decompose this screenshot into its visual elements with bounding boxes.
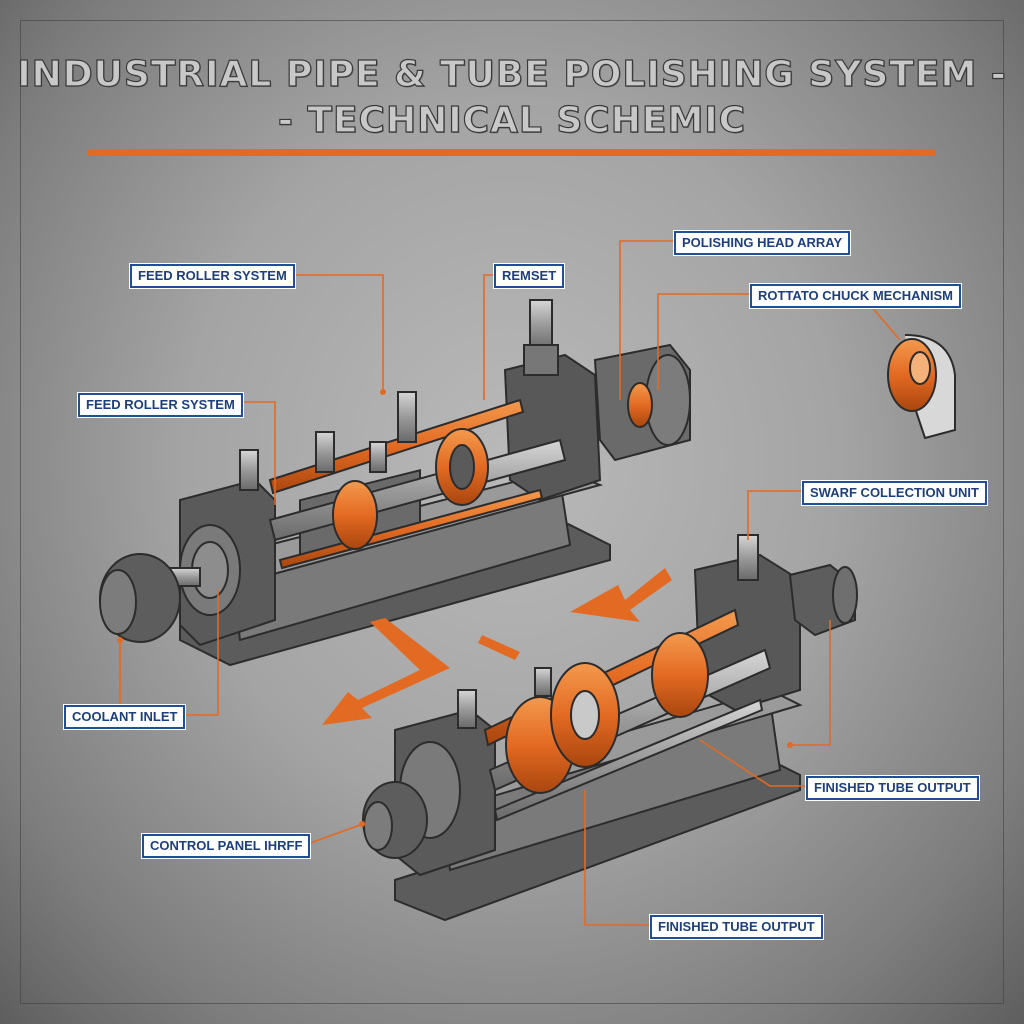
leader-rotator-detail bbox=[869, 304, 901, 341]
leader-lines bbox=[119, 240, 901, 926]
flow-arrow-down bbox=[322, 618, 450, 725]
dot-coolant bbox=[117, 637, 123, 643]
leader-rotator-chuck bbox=[657, 293, 750, 390]
label-rotator-chuck-mechanism: ROTTATO CHUCK MECHANISM bbox=[750, 284, 961, 308]
flow-arrows bbox=[322, 568, 672, 725]
upper-wheel-2-core bbox=[449, 444, 475, 490]
dot-finished-right bbox=[787, 742, 793, 748]
frame-border bbox=[20, 20, 1004, 1004]
chuck-detail-core bbox=[909, 351, 931, 385]
leader-swarf bbox=[747, 490, 802, 540]
leader-finished-right bbox=[699, 739, 806, 787]
upper-motor-face bbox=[99, 569, 137, 635]
lower-right-motor-face bbox=[832, 566, 858, 624]
flow-arrow-right bbox=[570, 568, 672, 622]
leader-remset bbox=[483, 274, 494, 400]
upper-top-post bbox=[529, 299, 553, 351]
title-line-1: INDUSTRIAL PIPE & TUBE POLISHING SYSTEM … bbox=[17, 53, 1007, 95]
lower-top-post bbox=[737, 534, 759, 581]
upper-post-1 bbox=[239, 449, 259, 491]
leader-coolant bbox=[176, 590, 219, 716]
label-remset: REMSET bbox=[494, 264, 565, 288]
leader-feed-roller-top bbox=[283, 274, 384, 390]
label-control-panel: CONTROL PANEL IHRFF bbox=[142, 834, 311, 858]
lower-bottom-rod bbox=[493, 698, 764, 822]
upper-post-4 bbox=[397, 391, 417, 443]
upper-top-post-base bbox=[523, 344, 559, 376]
dot-control bbox=[359, 821, 365, 827]
lower-post-2 bbox=[534, 667, 552, 697]
flow-arrow-segment bbox=[478, 635, 520, 660]
upper-lower-rod bbox=[278, 488, 544, 570]
upper-chuck-orange bbox=[627, 382, 653, 428]
dot-feed-top bbox=[380, 389, 386, 395]
label-swarf-collection-unit: SWARF COLLECTION UNIT bbox=[802, 481, 987, 505]
rotator-chuck-detail bbox=[887, 334, 956, 440]
leader-polishing-head bbox=[619, 240, 674, 400]
leader-control bbox=[304, 824, 361, 846]
lower-wheel-3 bbox=[651, 632, 709, 718]
label-feed-roller-system-left: FEED ROLLER SYSTEM bbox=[78, 393, 243, 417]
upper-wheel-1 bbox=[332, 480, 378, 550]
label-finished-tube-output-bottom: FINISHED TUBE OUTPUT bbox=[650, 915, 823, 939]
leader-feed-roller-left bbox=[232, 401, 276, 505]
leader-finished-right-2 bbox=[790, 620, 831, 746]
upper-post-2 bbox=[315, 431, 335, 473]
upper-machine bbox=[99, 299, 691, 667]
title-underline bbox=[88, 149, 936, 156]
leader-dots bbox=[117, 389, 793, 827]
lower-post-1 bbox=[457, 689, 477, 729]
lower-motor-face bbox=[363, 801, 393, 851]
lower-machine bbox=[362, 534, 858, 922]
label-feed-roller-system-top: FEED ROLLER SYSTEM bbox=[130, 264, 295, 288]
upper-post-3 bbox=[369, 441, 387, 473]
lower-wheel-2-core bbox=[570, 690, 600, 740]
title-line-2: - TECHNICAL SCHEMIC bbox=[277, 99, 747, 141]
upper-right-housing bbox=[503, 353, 602, 502]
label-finished-tube-output-right: FINISHED TUBE OUTPUT bbox=[806, 776, 979, 800]
label-polishing-head-array: POLISHING HEAD ARRAY bbox=[674, 231, 851, 255]
label-coolant-inlet: COOLANT INLET bbox=[64, 705, 186, 729]
leader-finished-bottom bbox=[584, 790, 650, 926]
